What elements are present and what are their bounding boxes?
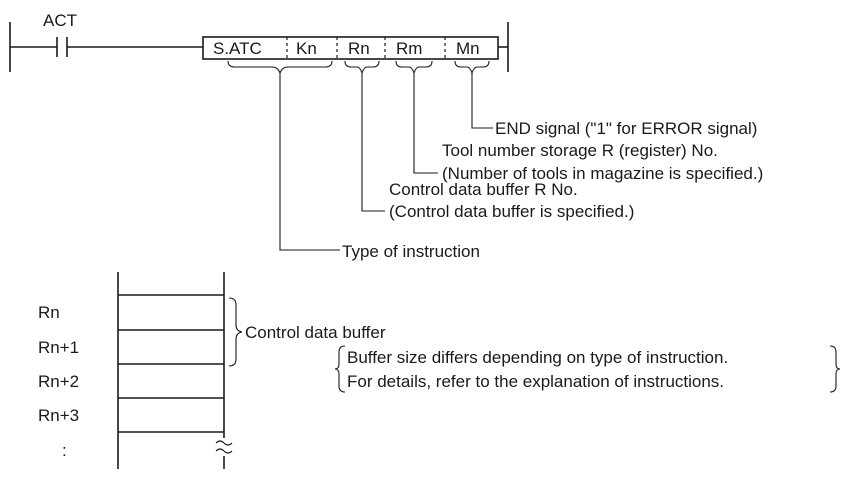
- buffer-row-label-rn2: Rn+2: [38, 372, 79, 391]
- buffer-brace: [228, 297, 243, 367]
- leader-tool-storage: [413, 73, 438, 174]
- note-left-brace: [334, 345, 346, 393]
- note-right-brace: [829, 345, 841, 393]
- instruction-name: S.ATC: [213, 39, 262, 58]
- break-mark: [215, 440, 233, 446]
- contact-label: ACT: [43, 11, 77, 30]
- callout-control-buffer-note: (Control data buffer is specified.): [389, 202, 634, 221]
- instruction-operand-kn: Kn: [296, 39, 317, 58]
- buffer-row-label-rn: Rn: [38, 303, 60, 322]
- buffer-row-label-rn1: Rn+1: [38, 338, 79, 357]
- brace-instruction-type: [227, 60, 333, 75]
- buffer-row-label-rn3: Rn+3: [38, 406, 79, 425]
- buffer-note-details: For details, refer to the explanation of…: [347, 372, 724, 391]
- instruction-operand-rm: Rm: [396, 39, 422, 58]
- callout-control-buffer: Control data buffer R No.: [389, 180, 578, 199]
- callout-end-signal: END signal ("1" for ERROR signal): [495, 119, 757, 138]
- operand-braces: [227, 60, 490, 75]
- leader-lines: [279, 73, 493, 251]
- leader-instruction-type: [279, 73, 340, 251]
- leader-control-buffer: [361, 73, 385, 212]
- buffer-note-size: Buffer size differs depending on type of…: [347, 348, 728, 367]
- instruction-operand-mn: Mn: [456, 39, 480, 58]
- instruction-box: [202, 36, 499, 60]
- ladder-rung: ACT S.ATC Kn Rn Rm Mn: [9, 11, 509, 72]
- instruction-operand-rn: Rn: [348, 39, 370, 58]
- buffer-row-label-ellipsis: :: [62, 441, 67, 460]
- buffer-label: Control data buffer: [245, 323, 386, 342]
- brace-rn: [344, 60, 380, 75]
- callout-tool-storage-note: (Number of tools in magazine is specifie…: [442, 164, 763, 183]
- brace-mn: [454, 60, 490, 75]
- break-mark: [215, 448, 233, 454]
- leader-end-signal: [471, 73, 493, 129]
- buffer-table: [117, 272, 233, 469]
- callout-instruction-type: Type of instruction: [342, 242, 480, 261]
- brace-rm: [395, 60, 433, 75]
- callout-tool-storage: Tool number storage R (register) No.: [442, 141, 718, 160]
